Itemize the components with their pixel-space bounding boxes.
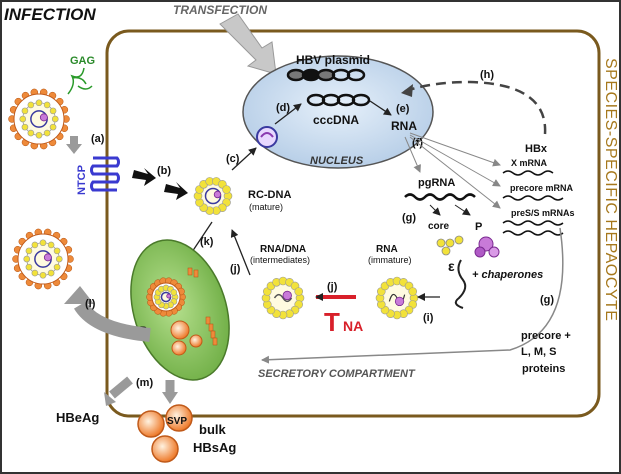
ntcp-receptor bbox=[90, 156, 120, 192]
cccdna-rings bbox=[306, 93, 371, 107]
rna-to-mrna-arrows bbox=[404, 132, 501, 209]
cccdna-label: cccDNA bbox=[313, 113, 359, 127]
transfection-arrow bbox=[219, 13, 277, 75]
svp-particles bbox=[137, 404, 193, 463]
released-virion bbox=[12, 228, 74, 290]
svp-label: SVP bbox=[167, 416, 187, 427]
mvb-svps bbox=[170, 320, 203, 356]
species-specific-hepatocyte-label: SPECIES-SPECIFIC HEPAOCYTE bbox=[602, 58, 619, 321]
arrow-m-left bbox=[109, 376, 133, 399]
secretory-compartment-label: SECRETORY COMPARTMENT bbox=[258, 368, 416, 380]
step-a: (a) bbox=[91, 133, 105, 145]
rna-immature-sub: (immature) bbox=[368, 255, 412, 265]
step-h: (h) bbox=[480, 69, 494, 81]
tna-inhibitor: T bbox=[324, 307, 340, 337]
rc-dna-label: RC-DNA bbox=[248, 189, 291, 201]
nuclear-rc-dna bbox=[256, 126, 278, 148]
precore-proteins-line1: precore + bbox=[521, 330, 571, 342]
rna-dna-sub: (intermediates) bbox=[250, 255, 310, 265]
ntcp-label: NTCP bbox=[76, 165, 88, 195]
hbx-label: HBx bbox=[525, 143, 548, 155]
step-g2: (g) bbox=[540, 294, 554, 306]
pres-mrnas-label: preS/S mRNAs bbox=[511, 208, 575, 218]
rna-immature-label: RNA bbox=[376, 244, 398, 255]
hepatocyte-membrane bbox=[105, 29, 601, 418]
arrow-b-2 bbox=[164, 182, 188, 200]
step-k: (k) bbox=[200, 236, 214, 248]
arrow-d bbox=[274, 103, 302, 125]
step-d: (d) bbox=[276, 102, 290, 114]
pgrna-label: pgRNA bbox=[418, 177, 455, 189]
rna-label: RNA bbox=[391, 119, 417, 133]
polymerase-p bbox=[474, 236, 500, 258]
step-b: (b) bbox=[157, 165, 171, 177]
mvb-virion bbox=[146, 277, 186, 317]
mvb-envelope-proteins bbox=[187, 267, 218, 346]
nucleus bbox=[242, 55, 434, 169]
epsilon-label: ε bbox=[448, 258, 455, 274]
secretory-arrow bbox=[261, 227, 564, 364]
nucleus-label: NUCLEUS bbox=[310, 155, 364, 167]
hbv-plasmid-rings bbox=[286, 68, 366, 82]
precore-proteins-line2: L, M, S bbox=[521, 346, 556, 358]
arrow-b-1 bbox=[132, 168, 156, 186]
step-j1: (j) bbox=[327, 281, 338, 293]
transfection-label: TRANSFECTION bbox=[173, 3, 267, 17]
core-protein-dots bbox=[436, 235, 464, 256]
infection-title: INFECTION bbox=[4, 5, 96, 24]
step-m: (m) bbox=[136, 377, 153, 389]
precore-proteins-line3: proteins bbox=[522, 363, 565, 375]
step-c: (c) bbox=[226, 153, 240, 165]
step-e: (e) bbox=[396, 103, 410, 115]
rna-dna-label: RNA/DNA bbox=[260, 244, 306, 255]
step-j2: (j) bbox=[230, 263, 241, 275]
core-label: core bbox=[428, 221, 450, 232]
bulk-label: bulk bbox=[199, 422, 226, 437]
chaperones-label: + chaperones bbox=[472, 269, 543, 281]
hbv-plasmid-label: HBV plasmid bbox=[296, 53, 370, 67]
step-l: (l) bbox=[85, 298, 96, 310]
tna-subscript: NA bbox=[343, 318, 363, 334]
gag-chains bbox=[67, 67, 93, 95]
feedback-arrow-h bbox=[402, 80, 547, 135]
step-i: (i) bbox=[423, 312, 434, 324]
arrow-e bbox=[369, 100, 392, 116]
gag-label: GAG bbox=[70, 55, 95, 67]
p-label: P bbox=[475, 221, 482, 233]
intermediate-capsid bbox=[261, 276, 305, 320]
arrow-c bbox=[231, 147, 257, 171]
x-mrna-label: X mRNA bbox=[511, 158, 548, 168]
precore-mrna-label: precore mRNA bbox=[510, 183, 574, 193]
immature-capsid bbox=[375, 276, 419, 320]
infecting-virion bbox=[8, 88, 70, 150]
rc-dna-capsid bbox=[193, 177, 233, 215]
hbsag-label: HBsAg bbox=[193, 440, 236, 455]
step-g1: (g) bbox=[402, 212, 416, 224]
release-arrow-l bbox=[74, 300, 151, 342]
rc-dna-sub: (mature) bbox=[249, 202, 283, 212]
arrow-j-maturation bbox=[230, 229, 251, 276]
hbeag-label: HBeAg bbox=[56, 410, 99, 425]
